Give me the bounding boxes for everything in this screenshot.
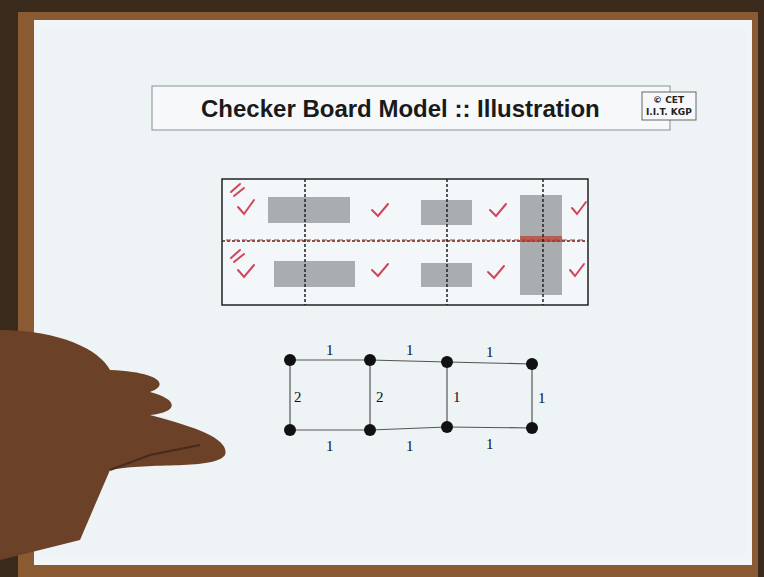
edge-weight: 2 [294,389,302,406]
edge-weight: 1 [486,436,494,453]
edge-weight: 1 [406,342,414,359]
edge-weight: 1 [538,390,546,407]
logo-text: I.I.T. KGP [646,108,692,117]
edge-weight: 1 [406,438,414,455]
edge-weight: 2 [376,389,384,406]
edge-weight: 1 [486,344,494,361]
logo-text: © CET [653,96,684,105]
edge-weight: 1 [453,389,461,406]
edge-weight: 1 [326,342,334,359]
edge-weight: 1 [326,438,334,455]
slide-title: Checker Board Model :: Illustration [201,95,600,123]
